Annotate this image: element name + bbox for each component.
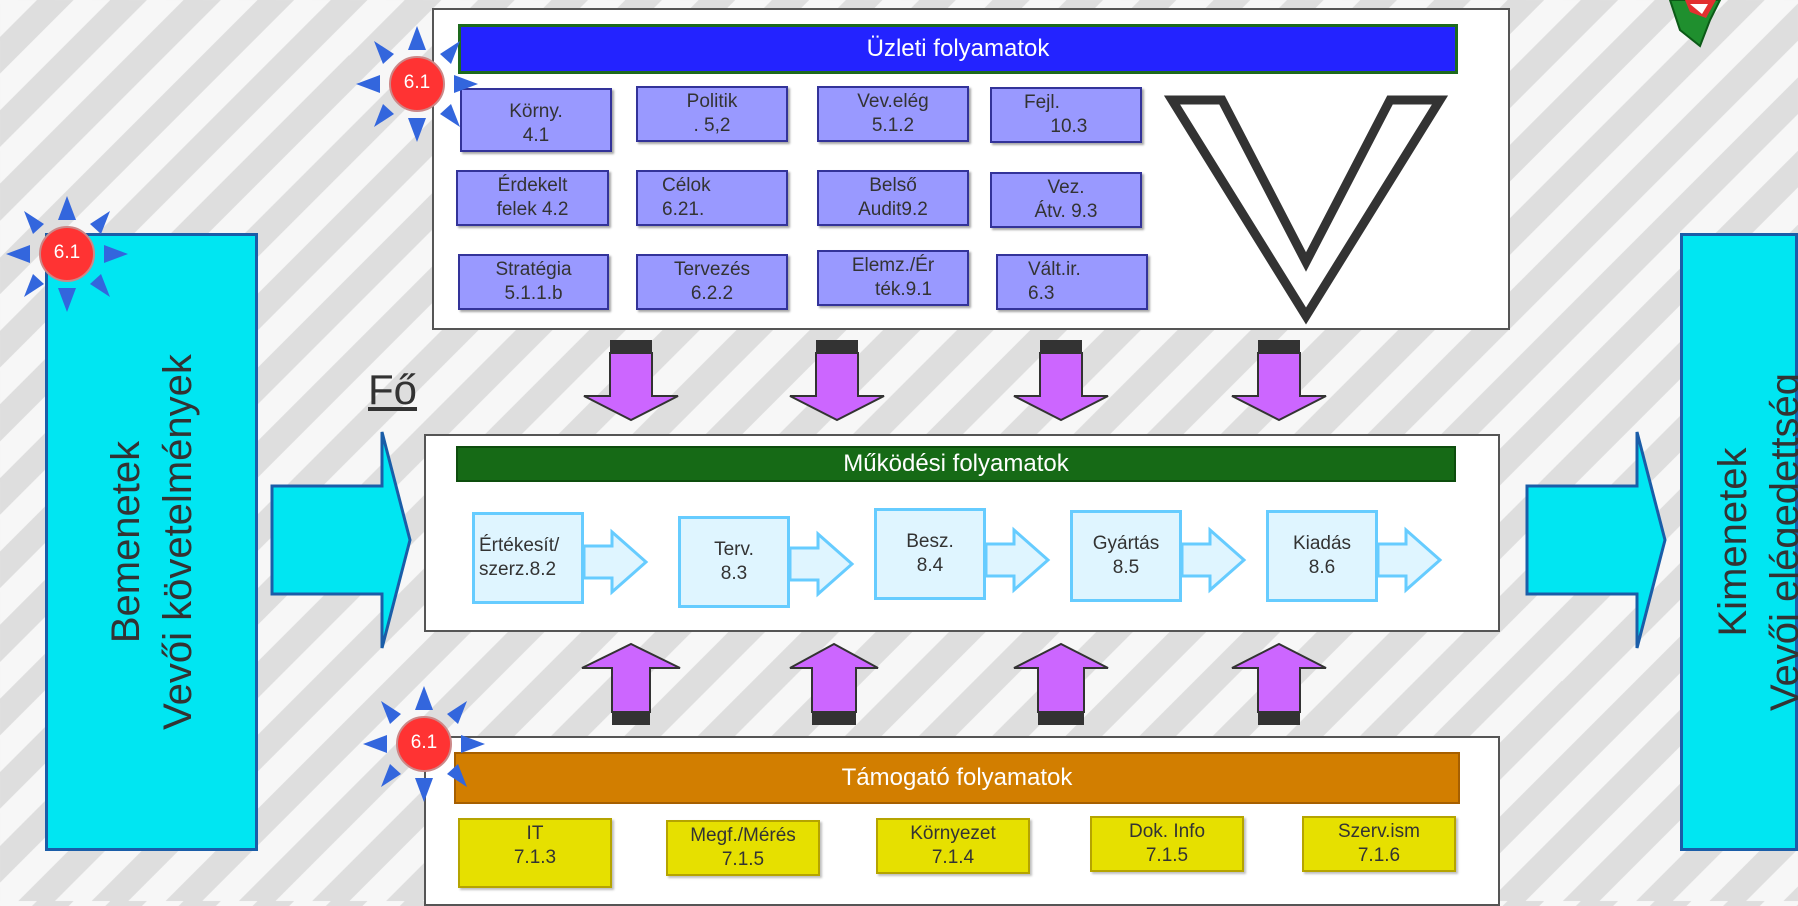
outputs-panel: Kimenetek Vevői elégedettség <box>1680 233 1798 851</box>
inputs-panel: Bemenetek Vevői követelmények <box>45 233 258 851</box>
operations-step-5: Kiadás 8.6 <box>1266 510 1378 602</box>
business-box-5: Érdekelt felek 4.2 <box>456 170 609 226</box>
operations-title-bar: Működési folyamatok <box>456 446 1456 482</box>
step-arrows <box>582 526 1443 598</box>
sun-badge: 6.1 <box>352 26 482 142</box>
support-box-5: Szerv.ism 7.1.6 <box>1302 816 1456 872</box>
down-arrow <box>1231 340 1327 422</box>
business-box-4: Fejl. 10.3 <box>990 87 1142 143</box>
support-box-4: Dok. Info 7.1.5 <box>1090 816 1244 872</box>
output-arrow <box>1525 431 1667 649</box>
operations-step-4: Gyártás 8.5 <box>1070 510 1182 602</box>
business-box-2: Politik . 5,2 <box>636 86 788 142</box>
sun-badge: 6.1 <box>359 686 489 802</box>
step-arrow <box>1376 526 1443 594</box>
step-arrow <box>1180 526 1247 594</box>
support-panel: Támogató folyamatok IT 7.1.3 Megf./Mérés… <box>424 736 1500 906</box>
down-arrow <box>583 340 679 422</box>
support-title: Támogató folyamatok <box>841 764 1073 791</box>
step-arrow <box>582 528 649 596</box>
business-box-1: Körny. 4.1 <box>460 88 612 152</box>
operations-title: Működési folyamatok <box>843 450 1069 477</box>
main-label: Fő <box>368 366 418 413</box>
business-box-8: Vez. Átv. 9.3 <box>990 172 1142 228</box>
sun-icon <box>6 196 128 312</box>
operations-panel: Működési folyamatok Értékesít/ szerz.8.2… <box>424 434 1500 632</box>
corner-logo <box>1668 0 1722 48</box>
business-title: Üzleti folyamatok <box>866 35 1050 62</box>
sun-badge: 6.1 <box>2 196 132 312</box>
business-title-bar: Üzleti folyamatok <box>458 24 1458 74</box>
support-box-3: Környezet 7.1.4 <box>876 818 1030 874</box>
business-box-12: Vált.ir. 6.3 <box>996 254 1148 310</box>
up-arrow <box>1013 642 1109 725</box>
support-box-2: Megf./Mérés 7.1.5 <box>666 820 820 876</box>
business-panel: Üzleti folyamatok Körny. 4.1 Politik . 5… <box>432 8 1510 330</box>
down-arrow <box>789 340 885 422</box>
business-box-10: Tervezés 6.2.2 <box>636 254 788 310</box>
step-arrow <box>984 526 1051 594</box>
business-box-6: Célok 6.21. <box>636 170 788 226</box>
support-box-1: IT 7.1.3 <box>458 818 612 888</box>
sun-badge-label: 6.1 <box>403 72 431 93</box>
step-arrow <box>788 530 855 598</box>
business-box-11: Elemz./Ér ték.9.1 <box>817 250 969 306</box>
sun-icon <box>363 686 485 802</box>
business-box-9: Stratégia 5.1.1.b <box>458 254 609 310</box>
up-arrow <box>789 642 879 725</box>
down-arrows <box>583 340 1327 422</box>
business-box-3: Vev.elég 5.1.2 <box>817 86 969 142</box>
sun-badge-label: 6.1 <box>410 732 438 753</box>
up-arrow <box>1231 642 1327 725</box>
v-shape <box>1163 95 1449 325</box>
up-arrow <box>581 642 681 725</box>
up-arrows <box>581 642 1327 725</box>
sun-badge-label: 6.1 <box>53 242 81 263</box>
input-arrow <box>270 431 412 649</box>
support-title-bar: Támogató folyamatok <box>454 752 1460 804</box>
business-box-7: Belső Audit9.2 <box>817 170 969 226</box>
down-arrow <box>1013 340 1109 422</box>
sun-icon <box>356 26 478 142</box>
operations-step-3: Besz. 8.4 <box>874 508 986 600</box>
